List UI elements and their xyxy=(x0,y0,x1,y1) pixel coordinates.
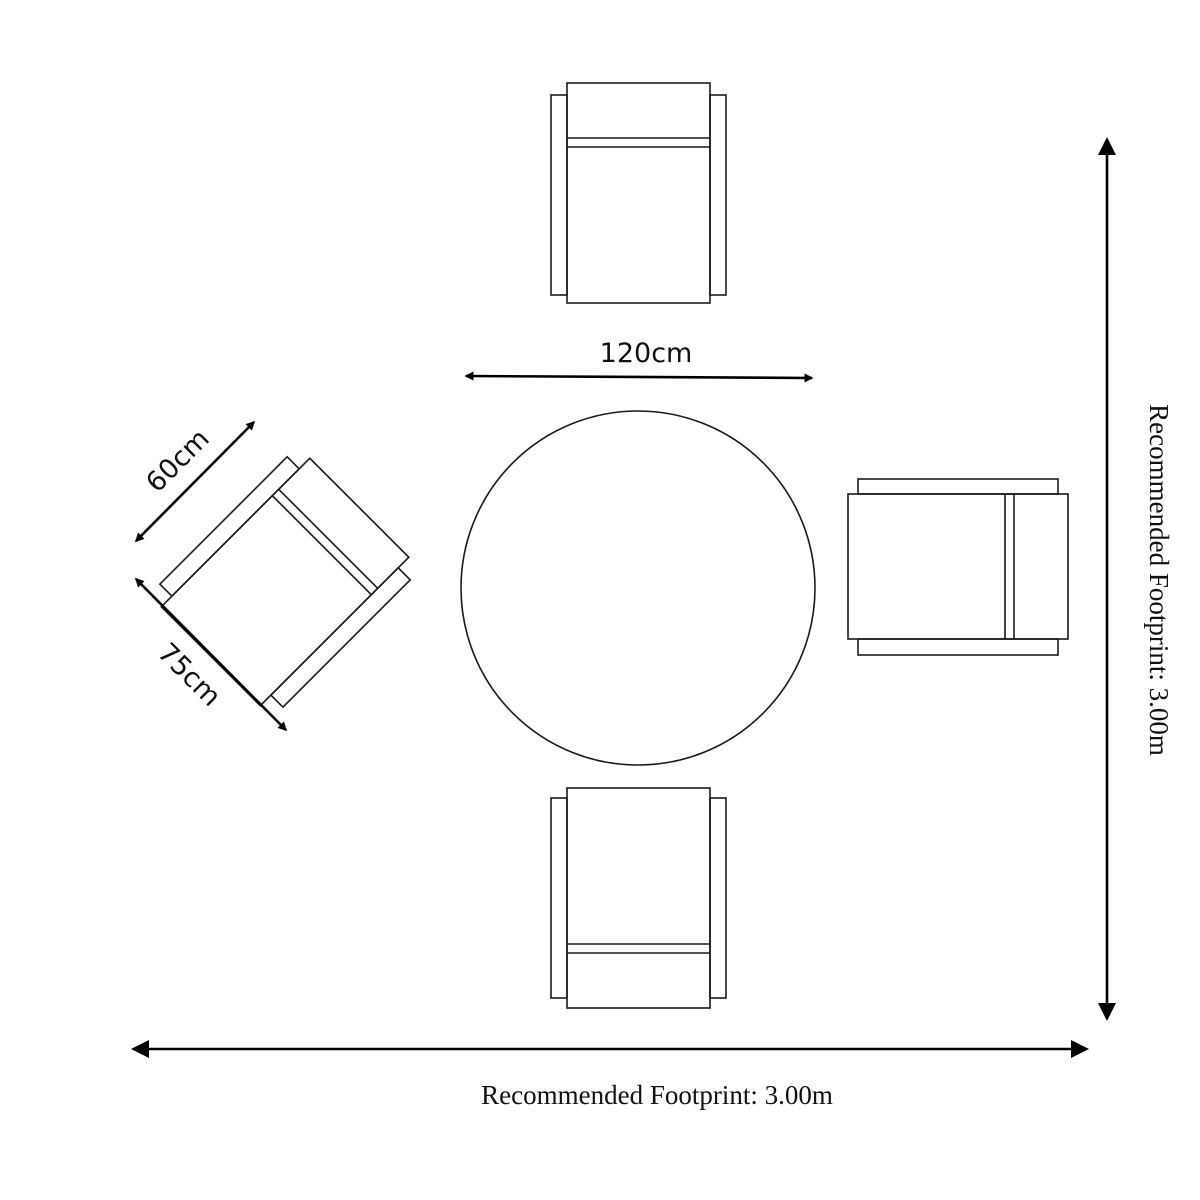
chair-bottom xyxy=(550,787,727,1009)
chair-width-dimension-arrow xyxy=(134,577,288,732)
chair-right xyxy=(847,478,1069,656)
table-width-label: 120cm xyxy=(600,338,693,369)
chair-width-label: 75cm xyxy=(151,637,226,712)
footprint-horizontal-label: Recommended Footprint: 3.00m xyxy=(481,1080,833,1110)
chair-top xyxy=(550,82,727,304)
round-table xyxy=(460,410,816,766)
footprint-vertical-label: Recommended Footprint: 3.00m xyxy=(1144,404,1174,756)
chair-depth-dimension-arrow xyxy=(134,420,256,543)
table-width-dimension-arrow xyxy=(464,371,814,383)
chair-depth-label: 60cm xyxy=(140,423,215,498)
